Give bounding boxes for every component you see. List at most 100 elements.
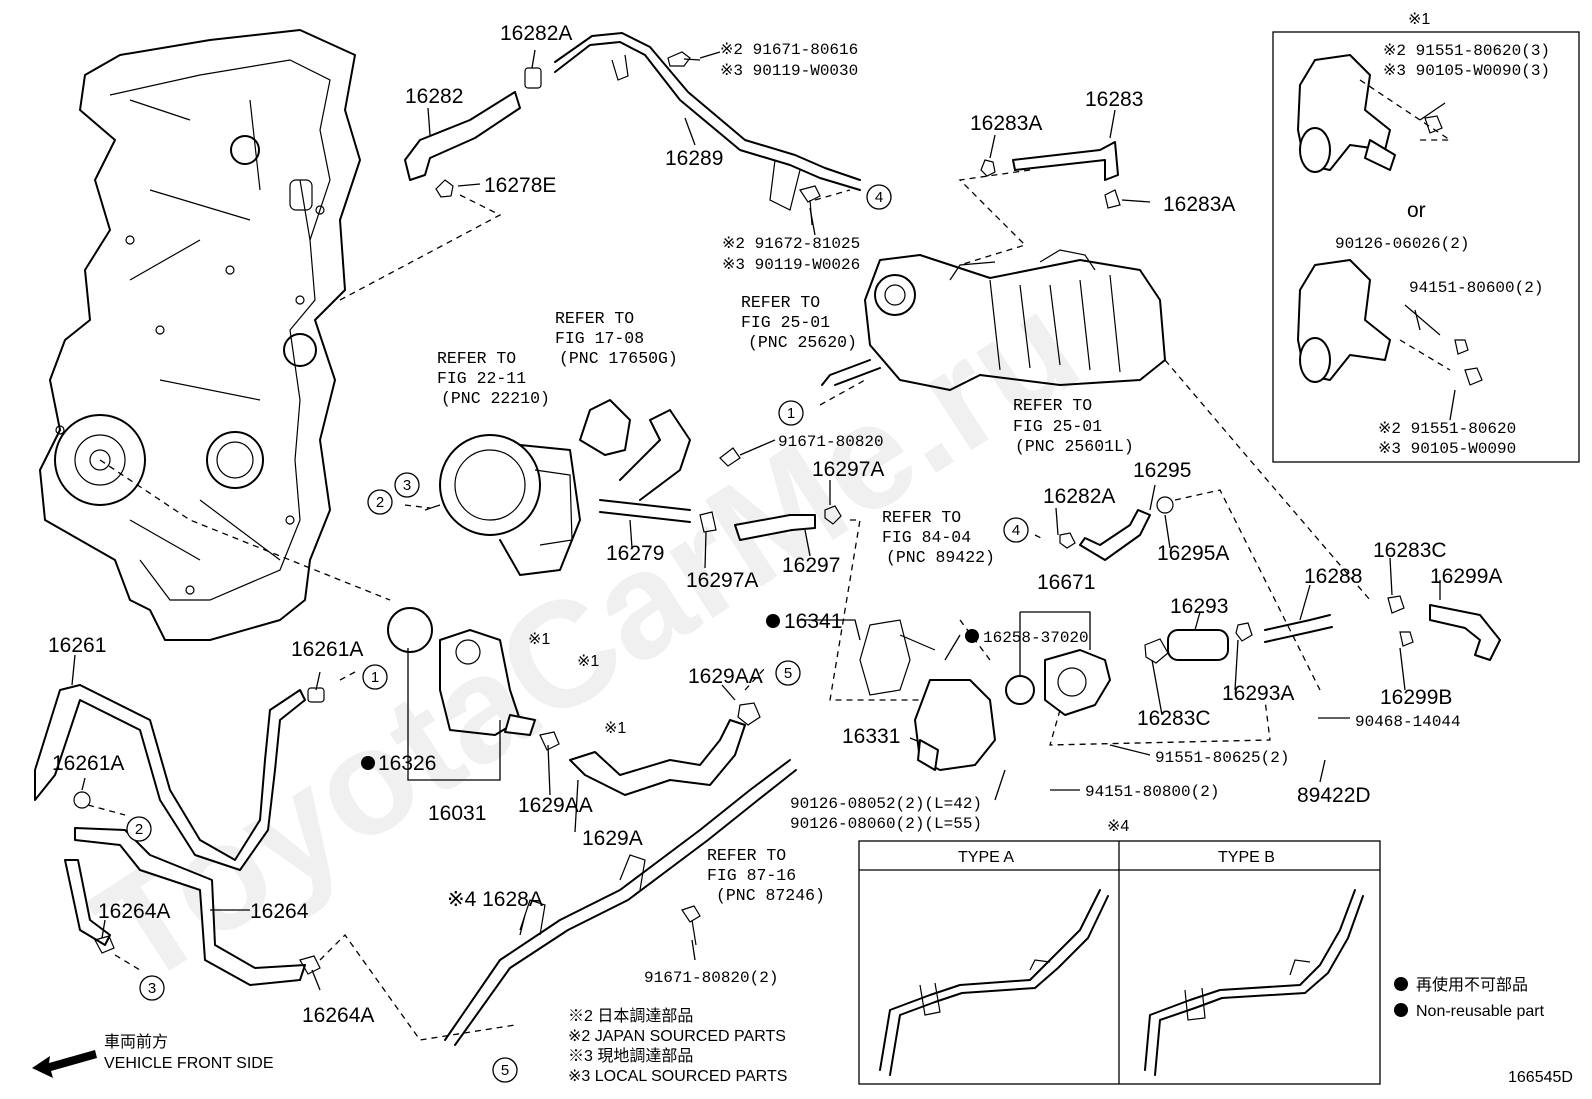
refer-2-line-2: FIG 25-01 [1013, 417, 1102, 436]
label-16299A: 16299A [1430, 565, 1502, 588]
label-94151-80800: 94151-80800(2) [1085, 783, 1219, 801]
non-reusable-dot [965, 629, 979, 643]
refer-1-line-1: REFER TO [741, 293, 820, 312]
refer-notes: REFER TO FIG 25-01 (PNC 25620) REFER TO … [437, 293, 1134, 905]
label-16264: 16264 [250, 900, 309, 923]
svg-text:2: 2 [376, 494, 384, 511]
svg-text:1: 1 [787, 405, 795, 422]
label-91671-80616: ※2 91671-80616 [720, 41, 858, 59]
refer-2-line-3: (PNC 25601L) [1015, 437, 1134, 456]
label-16341: 16341 [784, 610, 842, 633]
non-reusable-dot [766, 614, 780, 628]
refer-5-line-3: (PNC 89422) [886, 548, 995, 567]
part-labels: 16282A 16282 16278E 16289 ※2 91671-80616… [48, 22, 1502, 1027]
water-inlet-16031-drawing [387, 607, 536, 736]
label-90126-08052: 90126-08052(2)(L=42) [790, 795, 982, 813]
label-91671-80820-2: 91671-80820(2) [644, 969, 778, 987]
option-box-line-4: ※3 90105-W0090 [1378, 440, 1516, 458]
svg-text:3: 3 [403, 477, 411, 494]
label-16671: 16671 [1037, 571, 1095, 594]
label-90119-W0030: ※3 90119-W0030 [720, 62, 858, 80]
option-box: ※1 ※2 91551-80620(3) ※3 90105-W0090(3) o… [1272, 11, 1580, 463]
svg-text:5: 5 [501, 1062, 509, 1079]
label-16261A-2: 16261A [52, 752, 124, 775]
bolt-91671-80820-2-drawing [681, 905, 701, 946]
option-box-line-2: ※3 90105-W0090(3) [1383, 62, 1550, 80]
label-1629AA-2: 1629AA [518, 794, 593, 817]
label-1628A: ※4 1628A [447, 888, 543, 911]
label-16289: 16289 [665, 147, 723, 170]
refer-6-line-2: FIG 87-16 [707, 866, 796, 885]
label-16295A: 16295A [1157, 542, 1229, 565]
option-box-title: ※1 [1408, 11, 1430, 28]
label-90468-14044: 90468-14044 [1355, 713, 1461, 731]
hose-16295-drawing [1059, 496, 1174, 561]
label-note-1b: ※1 [577, 653, 599, 670]
water-outlet-16671-drawing [1005, 649, 1111, 716]
refer-6-line-3: (PNC 87246) [716, 886, 825, 905]
label-16278E: 16278E [484, 174, 556, 197]
front-arrow-icon [32, 1050, 97, 1078]
diagram-code: 166545D [1508, 1069, 1573, 1086]
water-inlet-drawing-b [1297, 259, 1391, 381]
type-b-label: TYPE B [1218, 849, 1275, 866]
option-box-line-3: ※2 91551-80620 [1378, 420, 1516, 438]
refer-1-line-3: (PNC 25620) [748, 333, 857, 352]
svg-text:4: 4 [875, 189, 883, 206]
svg-text:1: 1 [371, 669, 379, 686]
hose-1629A-drawing [539, 702, 761, 796]
svg-text:4: 4 [1012, 522, 1020, 539]
water-inlet-16331-drawing [859, 619, 996, 771]
type-a-label: TYPE A [958, 849, 1014, 866]
label-1629AA: 1629AA [688, 665, 763, 688]
label-16283A: 16283A [970, 112, 1042, 135]
label-16326: 16326 [378, 752, 436, 775]
legend: 再使用不可部品 Non-reusable part [1394, 976, 1545, 1020]
bolt-91671-80616-drawing [667, 51, 701, 67]
front-side-en: VEHICLE FRONT SIDE [104, 1055, 274, 1072]
label-1629A: 1629A [582, 827, 643, 850]
front-side-jp: 車両前方 [104, 1033, 168, 1051]
type-box-title: ※4 [1107, 818, 1129, 835]
label-16295: 16295 [1133, 459, 1191, 482]
label-16288: 16288 [1304, 565, 1362, 588]
refer-4-line-3: (PNC 22210) [441, 389, 550, 408]
hose-16299A-drawing [1429, 604, 1501, 661]
option-or: or [1407, 199, 1426, 222]
refer-4-line-2: FIG 22-11 [437, 369, 526, 388]
hose-16297-drawing [734, 505, 842, 541]
label-90119-W0026: ※3 90119-W0026 [722, 256, 860, 274]
type-box: ※4 TYPE A TYPE B [858, 818, 1381, 1085]
refer-6-line-1: REFER TO [707, 846, 786, 865]
pipe-16288-drawing [1264, 595, 1414, 647]
leader-lines [71, 49, 1456, 991]
label-16261: 16261 [48, 634, 106, 657]
label-16293A: 16293A [1222, 682, 1294, 705]
footnote-3: ※3 現地調達部品 [568, 1047, 693, 1065]
svg-text:5: 5 [784, 665, 792, 682]
option-bolt-a: 90126-06026(2) [1335, 235, 1469, 253]
label-16283: 16283 [1085, 88, 1143, 111]
legend-jp: 再使用不可部品 [1416, 976, 1528, 994]
non-reusable-dot [361, 756, 375, 770]
hose-16293-drawing [1144, 622, 1253, 664]
water-bypass-pipe-16279-drawing [579, 399, 741, 533]
svg-text:2: 2 [135, 821, 143, 838]
throttle-body-drawing [424, 434, 581, 576]
label-16282: 16282 [405, 85, 463, 108]
footnote-1: ※2 日本調達部品 [568, 1007, 693, 1025]
label-note-1a: ※1 [528, 631, 550, 648]
label-16282A: 16282A [500, 22, 572, 45]
label-16261A: 16261A [291, 638, 363, 661]
label-16258-37020: 16258-37020 [983, 629, 1089, 647]
label-16297A-2: 16297A [686, 569, 758, 592]
svg-text:3: 3 [148, 980, 156, 997]
label-90126-08060: 90126-08060(2)(L=55) [790, 815, 982, 833]
footnote-4: ※3 LOCAL SOURCED PARTS [568, 1068, 787, 1085]
label-16297A: 16297A [812, 458, 884, 481]
label-16283C-2: 16283C [1137, 707, 1211, 730]
refer-3-line-2: FIG 17-08 [555, 329, 644, 348]
footnote-2: ※2 JAPAN SOURCED PARTS [568, 1028, 786, 1045]
label-note-1c: ※1 [604, 720, 626, 737]
